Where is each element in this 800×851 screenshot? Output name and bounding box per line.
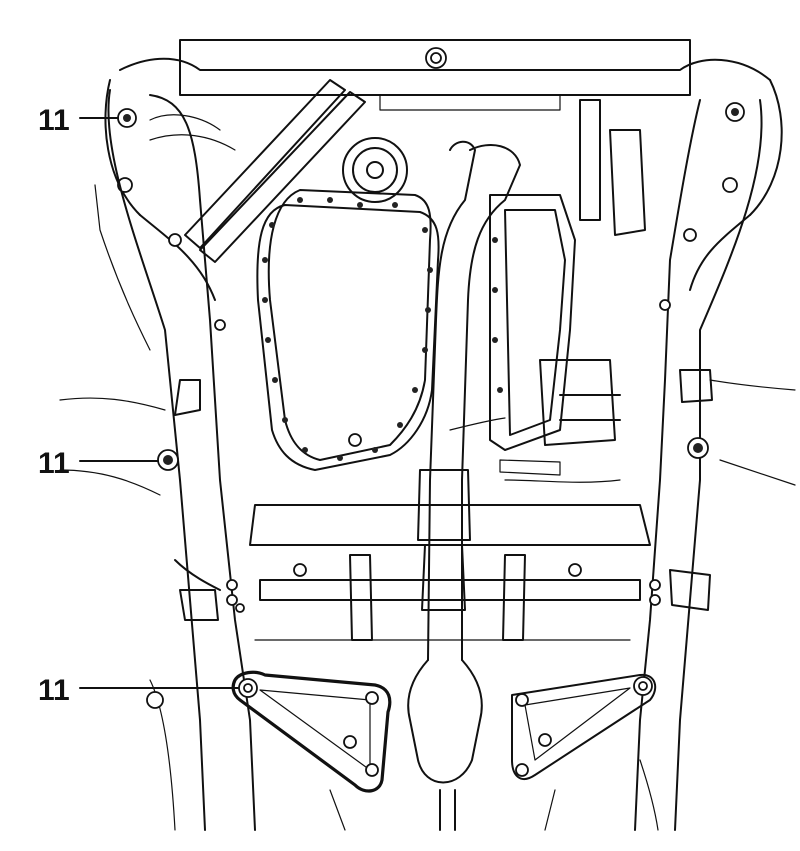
- callout-1: 11: [38, 104, 119, 137]
- mount-bolt-upper-right: [725, 102, 745, 122]
- callout-label: 11: [38, 104, 70, 137]
- upper-crossmember: [104, 39, 783, 301]
- coolant-tubes: [149, 79, 366, 263]
- lower-crossmember: [249, 504, 651, 641]
- left-subframe-rail: [59, 89, 256, 831]
- mount-bolt-middle-right: [687, 437, 709, 459]
- callout-label: 11: [38, 674, 70, 707]
- right-subframe-rail: [634, 99, 796, 831]
- exhaust-system: [407, 140, 521, 831]
- callout-3: 11: [38, 674, 239, 707]
- right-lower-brace: [511, 673, 657, 780]
- left-lower-brace: [231, 670, 392, 793]
- oil-pan: [256, 189, 440, 471]
- callout-2: 11: [38, 447, 159, 480]
- crank-pulley: [342, 137, 408, 203]
- transmission-assembly: [449, 99, 646, 483]
- lower-body-outline: [146, 679, 659, 831]
- mount-bolt-upper-left: [117, 108, 137, 128]
- callout-label: 11: [38, 447, 70, 480]
- mount-bolt-middle-left: [157, 449, 179, 471]
